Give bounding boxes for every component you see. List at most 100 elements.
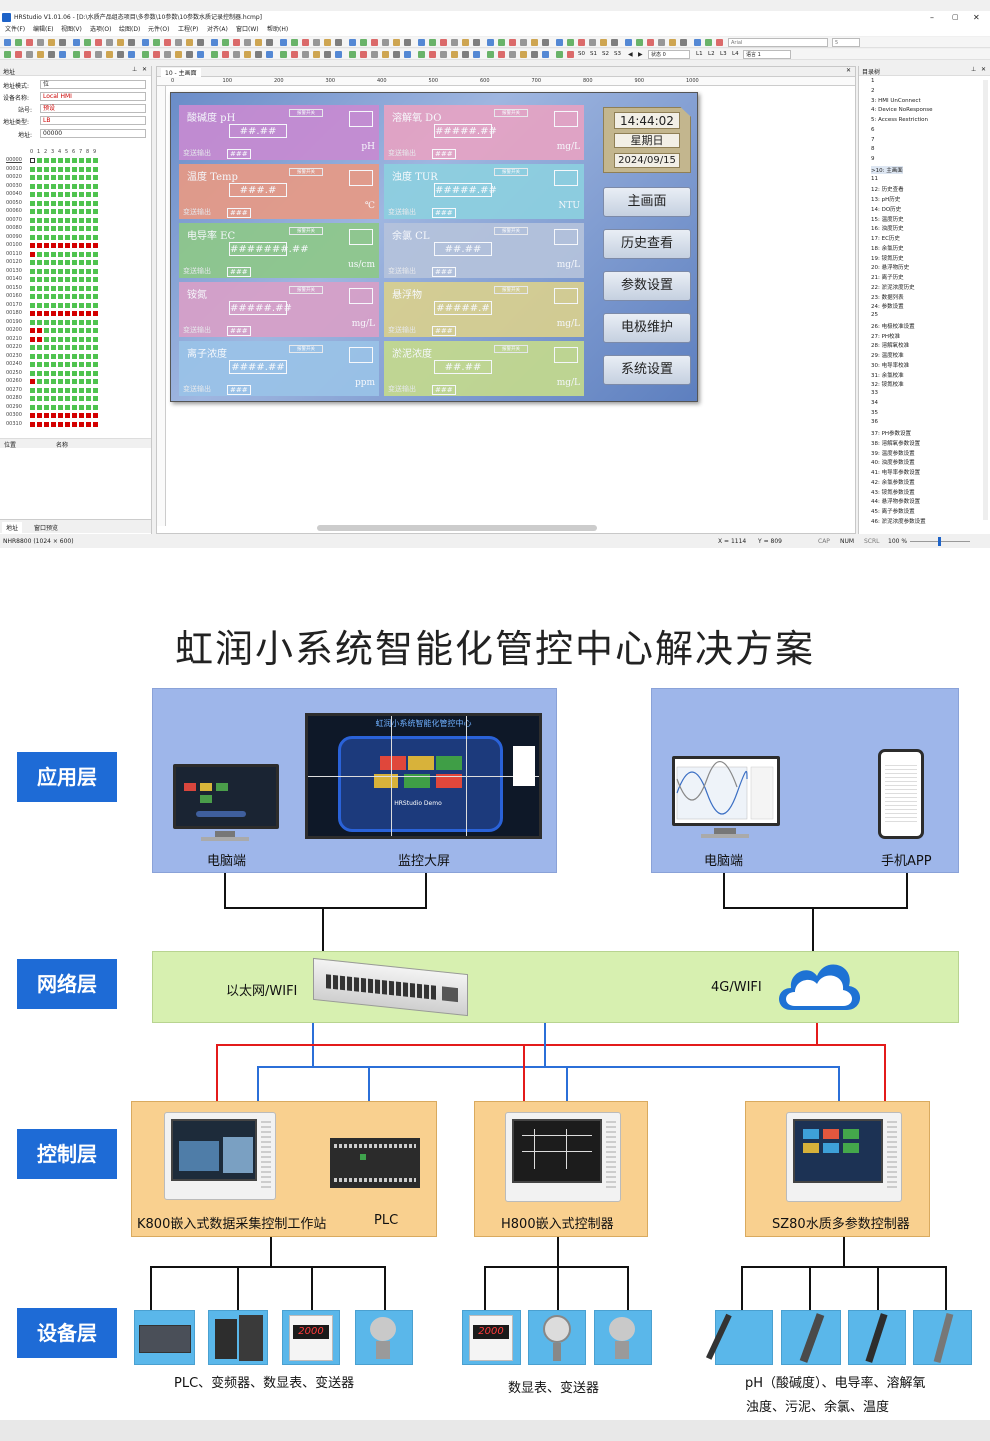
- lb-bit-cell[interactable]: [58, 362, 63, 367]
- lb-bit-cell[interactable]: [86, 379, 91, 384]
- lb-bit-cell[interactable]: [58, 294, 63, 299]
- lb-bit-cell[interactable]: [65, 158, 70, 163]
- lb-bit-cell[interactable]: [79, 302, 84, 308]
- lb-bit-cell[interactable]: [65, 234, 70, 240]
- tree-item[interactable]: 35: [871, 409, 878, 416]
- lb-bit-cell[interactable]: [79, 166, 84, 172]
- toolbar-button-icon[interactable]: [349, 51, 356, 58]
- tree-item[interactable]: 30: 电导率校准: [871, 362, 910, 369]
- tree-item[interactable]: 37: PH参数设置: [871, 431, 912, 437]
- lb-bit-cell[interactable]: [44, 387, 49, 393]
- lb-bit-cell[interactable]: [93, 353, 98, 359]
- lb-bit-cell[interactable]: [79, 404, 84, 410]
- close-icon[interactable]: ✕: [973, 13, 980, 22]
- toolbar-button-icon[interactable]: [4, 39, 11, 46]
- lb-bit-cell[interactable]: [93, 243, 98, 248]
- lb-bit-cell[interactable]: [58, 251, 63, 257]
- lb-bit-cell[interactable]: [37, 336, 42, 342]
- tree-item[interactable]: 4: Device NoResponse: [871, 107, 933, 114]
- lb-bit-cell[interactable]: [93, 421, 98, 427]
- lb-bit-cell[interactable]: [58, 345, 63, 350]
- toolbar-button-icon[interactable]: [611, 39, 618, 46]
- lb-bit-cell[interactable]: [86, 336, 91, 342]
- lb-bit-cell[interactable]: [93, 413, 98, 418]
- lb-bit-cell[interactable]: [44, 311, 49, 316]
- lb-bit-cell[interactable]: [51, 209, 56, 214]
- lb-bit-cell[interactable]: [37, 387, 42, 393]
- lb-bit-cell[interactable]: [30, 268, 35, 274]
- toolbar-button-icon[interactable]: [498, 51, 505, 58]
- tree-item[interactable]: 34: [871, 399, 878, 406]
- lb-bit-cell[interactable]: [58, 421, 63, 427]
- lb-bit-cell[interactable]: [44, 413, 49, 418]
- tree-item[interactable]: 20: 悬浮物历史: [871, 265, 910, 272]
- lb-bit-cell[interactable]: [30, 183, 35, 189]
- lb-bit-cell[interactable]: [51, 234, 56, 240]
- lb-bit-cell[interactable]: [93, 328, 98, 333]
- tree-scrollbar[interactable]: [983, 80, 988, 520]
- lb-bit-cell[interactable]: [93, 311, 98, 316]
- lb-bit-cell[interactable]: [93, 192, 98, 197]
- lb-bit-cell[interactable]: [51, 396, 56, 401]
- toolbar-button-icon[interactable]: [291, 51, 298, 58]
- tree-item[interactable]: 22: 淤泥浓度历史: [871, 284, 915, 291]
- lb-bit-cell[interactable]: [51, 319, 56, 325]
- lb-bit-cell[interactable]: [58, 379, 63, 384]
- menu-draw[interactable]: 绘图(D): [119, 26, 141, 33]
- tree-item[interactable]: 39: 温度参数设置: [871, 450, 915, 457]
- lb-bit-cell[interactable]: [44, 294, 49, 299]
- lb-bit-cell[interactable]: [72, 285, 77, 291]
- toolbar-button-icon[interactable]: [440, 39, 447, 46]
- toolbar-button-icon[interactable]: [556, 39, 563, 46]
- lb-bit-cell[interactable]: [65, 387, 70, 393]
- lb-bit-cell[interactable]: [30, 302, 35, 308]
- lb-bit-cell[interactable]: [93, 158, 98, 163]
- tree-item[interactable]: 24: 参数设置: [871, 304, 904, 311]
- toolbar-button-icon[interactable]: [694, 39, 701, 46]
- menu-edit[interactable]: 编辑(E): [33, 26, 54, 33]
- lb-bit-cell[interactable]: [37, 294, 42, 299]
- lb-bit-cell[interactable]: [44, 285, 49, 291]
- lb-bit-cell[interactable]: [44, 362, 49, 367]
- lb-bit-cell[interactable]: [37, 319, 42, 325]
- lb-bit-cell[interactable]: [93, 294, 98, 299]
- lb-bit-cell[interactable]: [79, 226, 84, 231]
- lb-bit-cell[interactable]: [86, 396, 91, 401]
- tree-item[interactable]: 28: 溶解氧校准: [871, 343, 910, 350]
- tree-item[interactable]: 19: 铵氮历史: [871, 255, 904, 262]
- tree-item[interactable]: 25: [871, 312, 878, 318]
- toolbar-button-icon[interactable]: [244, 51, 251, 58]
- lb-bit-cell[interactable]: [72, 260, 77, 265]
- toolbar-button-icon[interactable]: [393, 51, 400, 58]
- lb-bit-cell[interactable]: [86, 421, 91, 427]
- lb-bit-cell[interactable]: [51, 192, 56, 197]
- toolbar-button-icon[interactable]: [37, 39, 44, 46]
- lb-bit-cell[interactable]: [72, 183, 77, 189]
- menu-project[interactable]: 工程(P): [178, 26, 199, 33]
- state-s0[interactable]: S0: [578, 51, 585, 57]
- lb-bit-cell[interactable]: [58, 277, 63, 282]
- tree-item[interactable]: 7: [871, 136, 875, 143]
- toolbar-button-icon[interactable]: [15, 51, 22, 58]
- tree-item[interactable]: 13: pH历史: [871, 197, 901, 203]
- lb-bit-cell[interactable]: [72, 421, 77, 427]
- lb-bit-cell[interactable]: [65, 311, 70, 316]
- lb-bit-cell[interactable]: [86, 370, 91, 376]
- menu-options[interactable]: 选项(O): [90, 26, 112, 33]
- lb-bit-cell[interactable]: [51, 217, 56, 223]
- lb-bit-cell[interactable]: [44, 175, 49, 180]
- toolbar-button-icon[interactable]: [128, 39, 135, 46]
- lb-bit-cell[interactable]: [93, 379, 98, 384]
- lb-bit-cell[interactable]: [58, 413, 63, 418]
- lb-bit-cell[interactable]: [93, 319, 98, 325]
- lb-bit-cell[interactable]: [86, 311, 91, 316]
- lb-bit-cell[interactable]: [86, 387, 91, 393]
- lb-bit-cell[interactable]: [86, 319, 91, 325]
- lb-bit-cell[interactable]: [37, 175, 42, 180]
- lb-bit-cell[interactable]: [65, 285, 70, 291]
- toolbar-button-icon[interactable]: [487, 51, 494, 58]
- toolbar-button-icon[interactable]: [600, 39, 607, 46]
- lb-bit-cell[interactable]: [30, 387, 35, 393]
- tree-item[interactable]: 46: 淤泥浓度参数设置: [871, 518, 926, 525]
- lb-bit-cell[interactable]: [65, 260, 70, 265]
